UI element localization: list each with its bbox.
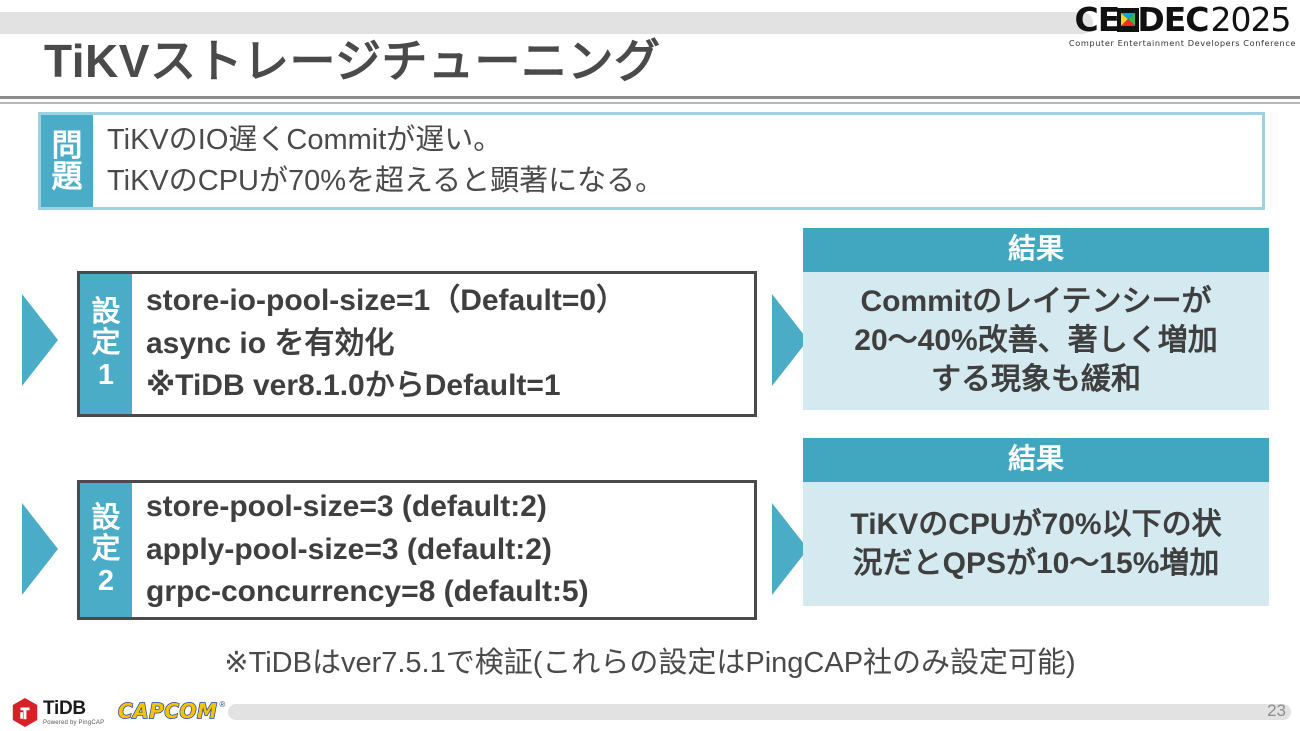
- result-text-line: 況だとQPSが10〜15%増加: [852, 546, 1220, 580]
- result-header-2: 結果: [803, 438, 1269, 482]
- setting-text-line: store-io-pool-size=1（Default=0）: [146, 283, 627, 317]
- setting-text-line: store-pool-size=3 (default:2): [146, 489, 547, 523]
- cedec-logo-dec: DEC: [1137, 0, 1209, 39]
- setting-label-number: 2: [97, 564, 115, 597]
- result-text-line: TiKVのCPUが70%以下の状: [850, 507, 1222, 541]
- setting-label-line-2: 定: [91, 327, 121, 360]
- result-text-line: Commitのレイテンシーが: [860, 285, 1212, 319]
- tidb-hex-icon: [12, 698, 38, 727]
- page-title: TiKVストレージチューニング: [44, 35, 661, 87]
- tidb-name: TiDB: [43, 698, 86, 719]
- title-divider-lower: [0, 102, 1300, 104]
- arrow-right-icon-result-2: [772, 503, 808, 595]
- capcom-logo: CAPCOM ®: [117, 698, 226, 723]
- setting-box-1: 設 定 1 store-io-pool-size=1（Default=0） as…: [77, 271, 757, 417]
- result-body-2: TiKVのCPUが70%以下の状 況だとQPSが10〜15%増加: [803, 481, 1269, 606]
- footnote: ※TiDBはver7.5.1で検証(これらの設定はPingCAP社のみ設定可能): [224, 647, 1076, 679]
- problem-text-line: TiKVのIO遅くCommitが遅い。: [107, 123, 503, 156]
- problem-label-line-1: 問: [51, 128, 83, 163]
- setting-text-line: ※TiDB ver8.1.0からDefault=1: [146, 369, 561, 403]
- cedec-logo: CE DEC 2025 Computer Entertainment Devel…: [1069, 0, 1296, 48]
- setting-label-line-1: 設: [91, 502, 121, 535]
- footer-accent-bar: [228, 704, 1291, 720]
- result-body-1: Commitのレイテンシーが 20〜40%改善、著しく増加 する現象も緩和: [803, 271, 1269, 410]
- result-text-line: 20〜40%改善、著しく増加: [854, 324, 1218, 358]
- cedec-logo-year: 2025: [1210, 0, 1291, 39]
- capcom-name: CAPCOM: [117, 698, 218, 723]
- result-header-1: 結果: [803, 228, 1269, 272]
- footer: TiDB Powered by PingCAP CAPCOM ® 23: [0, 693, 1300, 731]
- setting-label-2: 設 定 2: [80, 483, 132, 617]
- setting-label-number: 1: [97, 358, 115, 391]
- problem-label: 問 題: [41, 115, 93, 207]
- tidb-tagline: Powered by PingCAP: [43, 720, 105, 726]
- setting-label-1: 設 定 1: [80, 274, 132, 414]
- problem-box: 問 題 TiKVのIO遅くCommitが遅い。 TiKVのCPUが70%を超える…: [38, 112, 1265, 210]
- tidb-logo: TiDB Powered by PingCAP: [12, 698, 104, 727]
- setting-box-2: 設 定 2 store-pool-size=3 (default:2) appl…: [77, 480, 757, 620]
- setting-text-line: async io を有効化: [146, 326, 395, 360]
- title-divider-upper: [0, 96, 1300, 99]
- setting-text-line: grpc-concurrency=8 (default:5): [146, 575, 589, 609]
- setting-text-line: apply-pool-size=3 (default:2): [146, 532, 552, 566]
- setting-label-line-1: 設: [91, 296, 121, 329]
- result-text-line: する現象も緩和: [931, 363, 1141, 397]
- problem-text-line: TiKVのCPUが70%を超えると顕著になる。: [107, 165, 665, 197]
- problem-label-line-2: 題: [51, 159, 83, 194]
- cedec-logo-wordmark: CE DEC 2025: [1074, 0, 1292, 39]
- result-card-1: 結果 Commitのレイテンシーが 20〜40%改善、著しく増加 する現象も緩和: [803, 228, 1269, 410]
- capcom-registered-mark: ®: [219, 700, 226, 709]
- tidb-wordmark: TiDB Powered by PingCAP: [43, 699, 104, 726]
- cedec-logo-ce: CE: [1074, 0, 1121, 39]
- page-number: 23: [1267, 701, 1286, 720]
- setting-label-line-2: 定: [91, 533, 121, 566]
- arrow-right-icon-setting-1: [22, 294, 58, 386]
- setting-text-1: store-io-pool-size=1（Default=0） async io…: [132, 274, 754, 414]
- cedec-x-icon: [1117, 6, 1140, 32]
- setting-text-2: store-pool-size=3 (default:2) apply-pool…: [132, 483, 754, 617]
- problem-text: TiKVのIO遅くCommitが遅い。 TiKVのCPUが70%を超えると顕著に…: [93, 115, 1262, 207]
- header-accent-bar: [0, 12, 1093, 34]
- arrow-right-icon-setting-2: [22, 503, 58, 595]
- arrow-right-icon-result-1: [772, 294, 808, 386]
- cedec-logo-tagline: Computer Entertainment Developers Confer…: [1068, 37, 1297, 48]
- result-card-2: 結果 TiKVのCPUが70%以下の状 況だとQPSが10〜15%増加: [803, 438, 1269, 606]
